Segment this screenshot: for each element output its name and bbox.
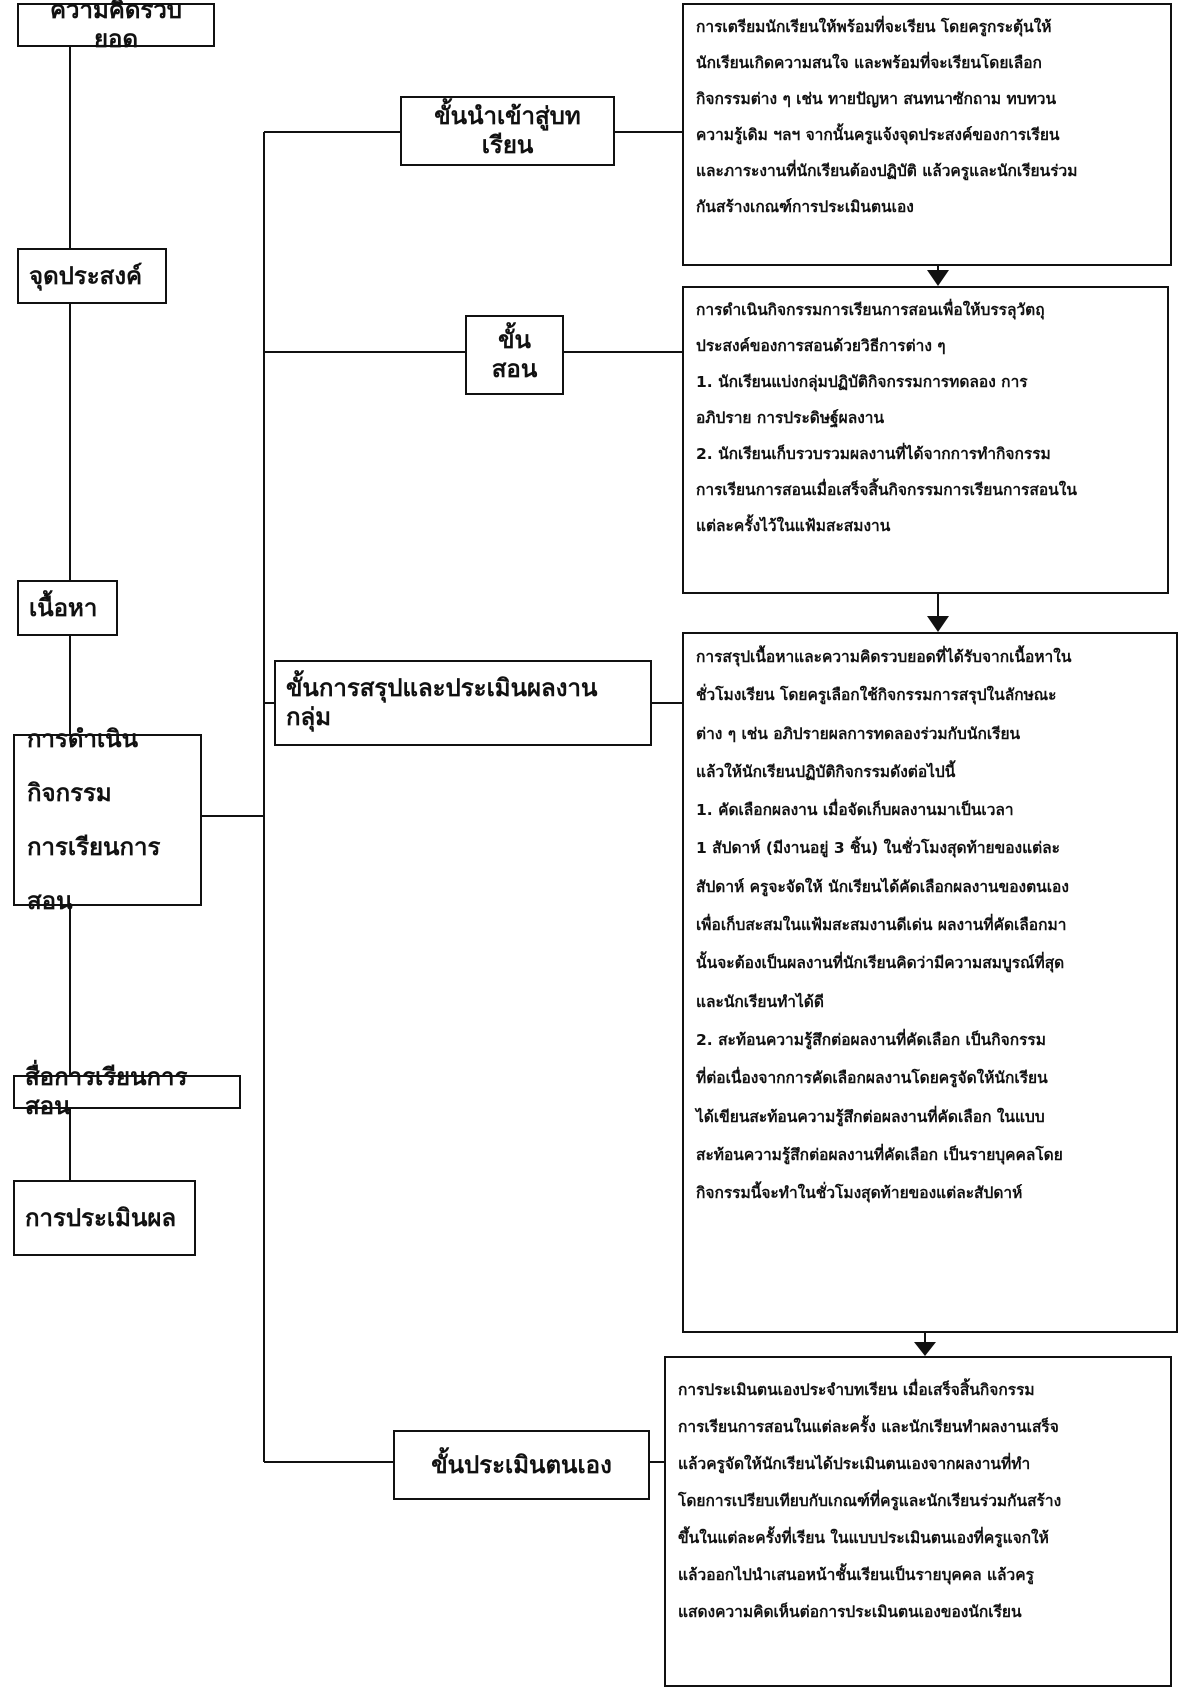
concept-box: ความคิดรวบยอด [17,0,215,53]
activities-box: การดำเนิน กิจกรรม การเรียนการสอน [13,725,202,915]
flow-arrow-2 [927,616,949,632]
summary-description-box: การสรุปเนื้อหาและความคิดรวบยอดที่ได้รับจ… [682,632,1178,1333]
summary-desc-line: เพื่อเก็บสะสมในแฟ้มสะสมงานดีเด่น ผลงานที… [696,916,1067,935]
activities-label-line-1: การดำเนิน [27,725,138,753]
selfeval-desc-line: แล้วออกไปนำเสนอหน้าชั้นเรียนเป็นรายบุคคล… [678,1566,1034,1584]
summary-desc-line: กิจกรรมนี้จะทำในชั่วโมงสุดท้ายของแต่ละสั… [696,1184,1023,1203]
selfeval-desc-line: แล้วครูจัดให้นักเรียนได้ประเมินตนเองจากผ… [678,1455,1031,1473]
selfeval-desc-line: โดยการเปรียบเทียบกับเกณฑ์ที่ครูและนักเรี… [678,1492,1062,1510]
selfeval-desc-line: ขึ้นในแต่ละครั้งที่เรียน ในแบบประเมินตนเ… [678,1529,1049,1547]
content-label: เนื้อหา [29,593,98,622]
selfeval-desc-line: การประเมินตนเองประจำบทเรียน เมื่อเสร็จสิ… [678,1381,1035,1399]
teach-desc-line: 2. นักเรียนเก็บรวบรวมผลงานที่ได้จากการทำ… [696,445,1051,463]
objective-label: จุดประสงค์ [29,261,143,290]
selfeval-desc-line: แสดงความคิดเห็นต่อการประเมินตนเองของนักเ… [678,1603,1022,1621]
summary-desc-line: สัปดาห์ ครูจะจัดให้ นักเรียนได้คัดเลือกผ… [696,877,1069,896]
intro-desc-line: กิจกรรมต่าง ๆ เช่น ทายปัญหา สนทนาซักถาม … [696,90,1057,108]
summary-desc-line: 1. คัดเลือกผลงาน เมื่อจัดเก็บผลงานมาเป็น… [696,801,1014,820]
summary-desc-line: ต่าง ๆ เช่น อภิปรายผลการทดลองร่วมกับนักเ… [696,724,1021,743]
media-label: สื่อการเรียนการสอน [25,1063,188,1120]
intro-desc-line: การเตรียมนักเรียนให้พร้อมที่จะเรียน โดยค… [696,18,1052,36]
step-teach-box: ขั้นสอน [465,315,564,395]
teach-desc-line: การเรียนการสอนเมื่อเสร็จสิ้นกิจกรรมการเร… [696,481,1077,499]
intro-description-box: การเตรียมนักเรียนให้พร้อมที่จะเรียน โดยค… [682,3,1172,266]
summary-desc-line: สะท้อนความรู้สึกต่อผลงานที่คัดเลือก เป็น… [696,1145,1063,1164]
flow-arrow-1 [927,270,949,286]
summary-desc-line: ที่ต่อเนื่องจากการคัดเลือกผลงานโดยครูจัด… [696,1069,1048,1088]
teach-desc-line: อภิปราย การประดิษฐ์ผลงาน [696,409,885,427]
step-intro-title: ขั้นนำเข้าสู่บทเรียน [434,102,581,159]
step-teach-title: ขั้นสอน [491,326,538,383]
teach-desc-line: 1. นักเรียนแบ่งกลุ่มปฏิบัติกิจกรรมการทดล… [696,373,1028,391]
intro-desc-line: และภาระงานที่นักเรียนต้องปฏิบัติ แล้วครู… [696,162,1078,180]
selfeval-description-box: การประเมินตนเองประจำบทเรียน เมื่อเสร็จสิ… [664,1356,1172,1687]
activities-label-line-2: กิจกรรม [27,779,112,807]
step-selfeval-title: ขั้นประเมินตนเอง [431,1450,612,1479]
step-summary-title: ขั้นการสรุปและประเมินผลงานกลุ่ม [286,674,598,731]
media-box: สื่อการเรียนการสอน [13,1063,241,1120]
concept-label: ความคิดรวบยอด [49,0,183,53]
step-selfeval-box: ขั้นประเมินตนเอง [393,1430,650,1500]
summary-desc-line: แล้วให้นักเรียนปฏิบัติกิจกรรมดังต่อไปนี้ [696,762,956,781]
intro-desc-line: ความรู้เดิม ฯลฯ จากนั้นครูแจ้งจุดประสงค์… [696,126,1060,144]
objective-box: จุดประสงค์ [17,248,167,304]
summary-desc-line: ได้เขียนสะท้อนความรู้สึกต่อผลงานที่คัดเล… [696,1107,1045,1126]
evaluation-label: การประเมินผล [25,1203,177,1232]
step-summary-box: ขั้นการสรุปและประเมินผลงานกลุ่ม [274,660,652,746]
selfeval-desc-line: การเรียนการสอนในแต่ละครั้ง และนักเรียนทำ… [678,1418,1059,1436]
activities-label-line-3: การเรียนการสอน [27,833,161,915]
step-intro-box: ขั้นนำเข้าสู่บทเรียน [400,96,615,166]
intro-desc-line: กันสร้างเกณฑ์การประเมินตนเอง [696,198,914,216]
summary-desc-line: 2. สะท้อนความรู้สึกต่อผลงานที่คัดเลือก เ… [696,1030,1046,1049]
teach-desc-line: แต่ละครั้งไว้ในแฟ้มสะสมงาน [696,517,891,535]
teach-desc-line: การดำเนินกิจกรรมการเรียนการสอนเพื่อให้บร… [696,301,1045,319]
flow-arrow-3 [914,1342,936,1356]
summary-desc-line: การสรุปเนื้อหาและความคิดรวบยอดที่ได้รับจ… [696,648,1072,666]
content-box: เนื้อหา [17,580,118,636]
intro-desc-line: นักเรียนเกิดความสนใจ และพร้อมที่จะเรียนโ… [696,54,1042,72]
summary-desc-line: ชั่วโมงเรียน โดยครูเลือกใช้กิจกรรมการสรุ… [696,686,1057,705]
teach-desc-line: ประสงค์ของการสอนด้วยวิธีการต่าง ๆ [696,337,946,355]
evaluation-box: การประเมินผล [13,1180,196,1256]
teach-description-box: การดำเนินกิจกรรมการเรียนการสอนเพื่อให้บร… [682,286,1169,594]
summary-desc-line: และนักเรียนทำได้ดี [696,992,824,1011]
summary-desc-line: 1 สัปดาห์ (มีงานอยู่ 3 ชิ้น) ในชั่วโมงสุ… [696,839,1060,858]
summary-desc-line: นั้นจะต้องเป็นผลงานที่นักเรียนคิดว่ามีคว… [696,954,1065,973]
